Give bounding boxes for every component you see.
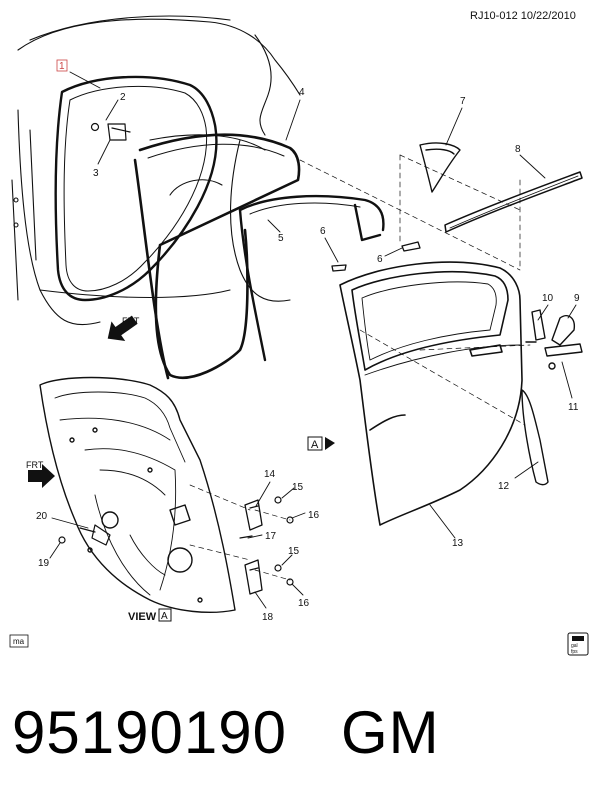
callout-15b: 15 — [288, 546, 300, 557]
part-number: 95190190 — [12, 699, 287, 766]
front-label-lower: FRT — [26, 460, 44, 470]
callout-18: 18 — [262, 612, 274, 623]
callout-15a: 15 — [292, 482, 304, 493]
callout-16a: 16 — [308, 510, 320, 521]
view-a-marker: A — [307, 436, 335, 451]
callout-9: 9 — [574, 293, 580, 304]
door-opening-weatherstrip — [54, 75, 218, 302]
svg-text:gal: gal — [571, 643, 578, 649]
door-hinges — [244, 499, 263, 595]
outside-handle-parts — [525, 309, 583, 370]
belt-molding — [444, 171, 583, 233]
callout-8: 8 — [515, 144, 521, 155]
drawing-reference: RJ10-012 10/22/2010 — [470, 10, 576, 22]
fasteners — [58, 496, 294, 586]
callout-labels: 1 2 3 4 5 6 6 7 8 9 10 11 12 13 14 15 15… — [36, 59, 580, 623]
callout-2: 2 — [120, 92, 126, 103]
svg-text:fps: fps — [571, 649, 578, 655]
callout-10: 10 — [542, 293, 554, 304]
callout-6b: 6 — [377, 254, 383, 265]
callout-5: 5 — [278, 233, 284, 244]
callout-4: 4 — [299, 87, 305, 98]
door-applique — [521, 389, 549, 486]
callout-3: 3 — [93, 168, 99, 179]
leader-lines — [49, 71, 577, 609]
callout-13: 13 — [452, 538, 464, 549]
ma-mark: ma — [9, 634, 29, 648]
callout-1: 1 — [59, 61, 65, 72]
front-arrow-lower: FRT — [26, 460, 55, 488]
front-arrow-upper: FRT — [107, 315, 140, 341]
callout-20: 20 — [36, 511, 48, 522]
door-inner-panel — [39, 376, 236, 614]
callout-6a: 6 — [320, 226, 326, 237]
door-frame-weatherstrip — [133, 133, 301, 380]
callout-14: 14 — [264, 469, 276, 480]
front-label-upper: FRT — [122, 316, 140, 326]
svg-text:ma: ma — [13, 637, 25, 646]
clip-and-screw — [90, 122, 131, 141]
callout-17: 17 — [265, 531, 277, 542]
quarter-window-glass — [419, 142, 461, 193]
view-a-label: VIEW A — [128, 608, 172, 623]
rear-door-assembly — [339, 261, 523, 526]
alignment-dashes — [189, 154, 531, 581]
footer-part-info: 95190190 GM — [12, 698, 440, 767]
view-marker-letter: A — [311, 439, 319, 451]
small-seals — [331, 241, 421, 272]
brand-name: GM — [340, 699, 440, 766]
callout-11: 11 — [568, 402, 579, 413]
callout-7: 7 — [460, 96, 466, 107]
fuel-pump-icon: gal fps — [567, 632, 589, 656]
callout-19: 19 — [38, 558, 50, 569]
glass-run-channel — [238, 194, 385, 362]
view-label-letter: A — [161, 611, 168, 622]
callout-16b: 16 — [298, 598, 310, 609]
callout-12: 12 — [498, 481, 510, 492]
view-label-text: VIEW — [128, 611, 157, 623]
